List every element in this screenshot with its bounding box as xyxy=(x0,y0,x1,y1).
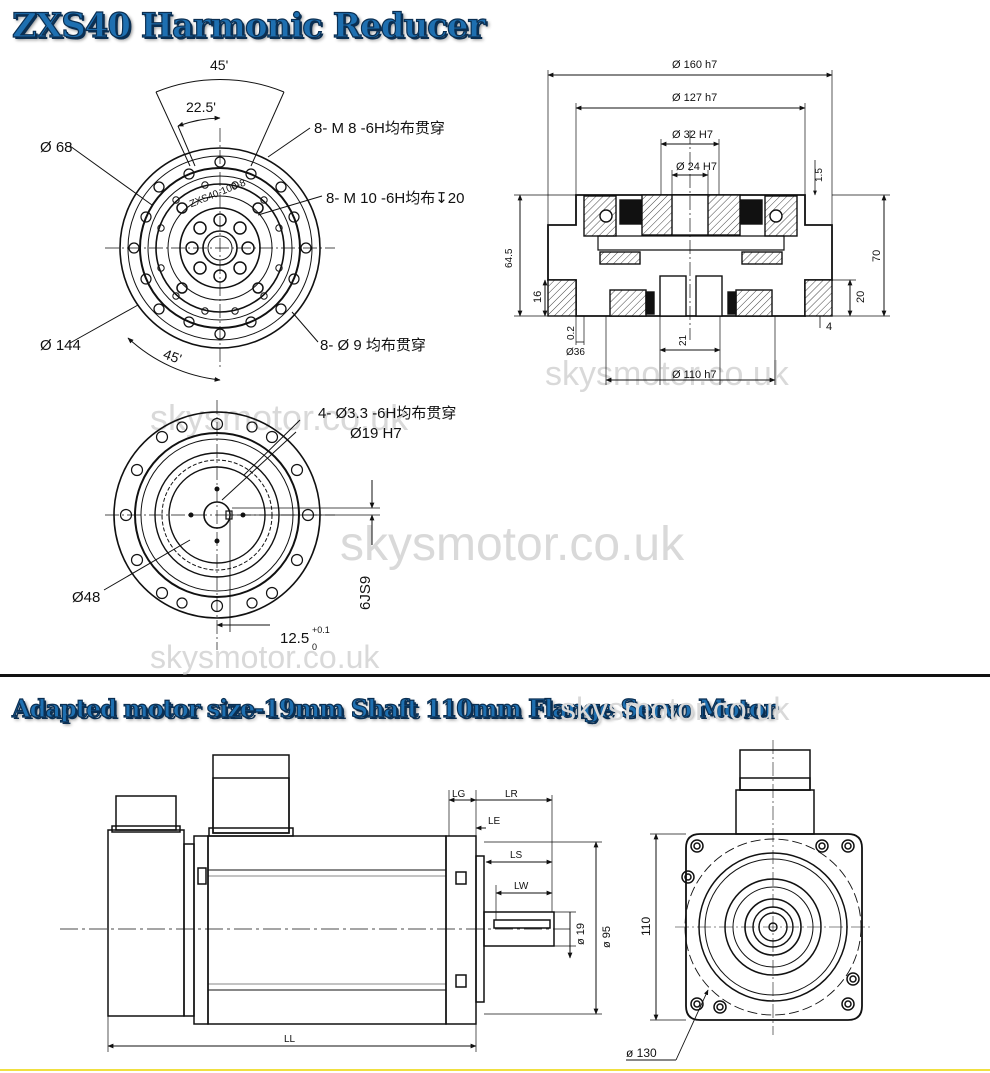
front-view: ZXS40-100-8 xyxy=(69,79,335,382)
dim-1-5-label: 1.5 xyxy=(814,168,825,182)
motor-title: Adapted motor size-19mm Shaft 110mm Flan… xyxy=(11,693,777,723)
dia-24-label: Ø 24 H7 xyxy=(676,161,717,173)
keyway-6js9-label: 6JS9 xyxy=(357,576,374,610)
watermark-text: skysmotor.co.uk xyxy=(150,397,409,438)
small-rim-holes xyxy=(157,181,283,315)
motor-side-view xyxy=(60,754,602,1052)
rim-engraving: ZXS40-100-8 xyxy=(188,177,248,210)
watermark-text: skysmotor.co.uk xyxy=(545,355,790,393)
watermark-text: skysmotor.co.uk xyxy=(150,639,380,675)
dia-48-label: Ø48 xyxy=(72,589,100,606)
section-divider xyxy=(0,674,990,677)
dim-20-label: 20 xyxy=(855,291,867,303)
rear-view xyxy=(103,400,380,650)
note-m8: 8- M 8 -6H均布贯穿 xyxy=(314,120,445,137)
motor-front-view xyxy=(626,740,870,1061)
shaft-dia-19-label: ø 19 xyxy=(575,923,587,945)
reducer-title: ZXS40 Harmonic Reducer xyxy=(11,5,486,46)
dim-4-label: 4 xyxy=(826,321,832,333)
angle-22-5: 22.5' xyxy=(186,99,216,115)
dim-12-5-label: 12.5 xyxy=(280,630,309,647)
lg-label: LG xyxy=(452,789,466,800)
le-label: LE xyxy=(488,816,501,827)
dia-110-label: Ø 110 h7 xyxy=(672,369,716,381)
lr-label: LR xyxy=(505,789,518,800)
note-dia3-3: 4- Ø3.3 -6H均布贯穿 xyxy=(318,405,456,422)
flange-110-label: 110 xyxy=(639,917,653,936)
rear-bolt-holes xyxy=(119,417,315,613)
note-m10: 8- M 10 -6H均布↧20 xyxy=(326,190,464,207)
pcd-130-label: ø 130 xyxy=(626,1046,657,1060)
note-dia9: 8- Ø 9 均布贯穿 xyxy=(320,337,426,354)
bottom-rule xyxy=(0,1069,990,1071)
tolerance-lower: 0 xyxy=(312,642,317,652)
lw-label: LW xyxy=(514,881,529,892)
dia-127-label: Ø 127 h7 xyxy=(672,92,717,104)
dim-64-5-label: 64.5 xyxy=(504,248,515,268)
inner-holes-m10 xyxy=(176,202,264,294)
bolt-holes-d9 xyxy=(140,168,300,328)
dia-68-label: Ø 68 xyxy=(40,139,73,156)
dia-144-label: Ø 144 xyxy=(40,337,81,354)
ls-label: LS xyxy=(510,850,523,861)
watermark-text: skysmotor.co.uk xyxy=(560,691,790,727)
angle-45-bottom: 45' xyxy=(161,346,184,367)
spigot-dia-95-label: ø 95 xyxy=(601,926,613,948)
tolerance-upper: +0.1 xyxy=(312,625,330,635)
dia-32-label: Ø 32 H7 xyxy=(672,129,713,141)
section-view xyxy=(514,70,890,385)
dia-19-h7-label: Ø19 H7 xyxy=(350,425,402,442)
dim-16-label: 16 xyxy=(532,291,544,303)
watermark-text: skysmotor.co.uk xyxy=(340,518,685,571)
dim-0-2-label: 0.2 xyxy=(566,326,577,340)
dim-21-label: 21 xyxy=(678,334,689,346)
angle-45-top: 45' xyxy=(210,57,228,73)
dia-160-label: Ø 160 h7 xyxy=(672,59,717,71)
dia-36-label: Ø36 xyxy=(566,347,585,358)
watermarks: skysmotor.co.uk skysmotor.co.uk skysmoto… xyxy=(150,355,790,727)
dim-70-label: 70 xyxy=(871,250,883,262)
motor-mount-holes xyxy=(681,839,860,1014)
bolt-holes-m8 xyxy=(128,156,312,340)
ll-label: LL xyxy=(284,1034,296,1045)
